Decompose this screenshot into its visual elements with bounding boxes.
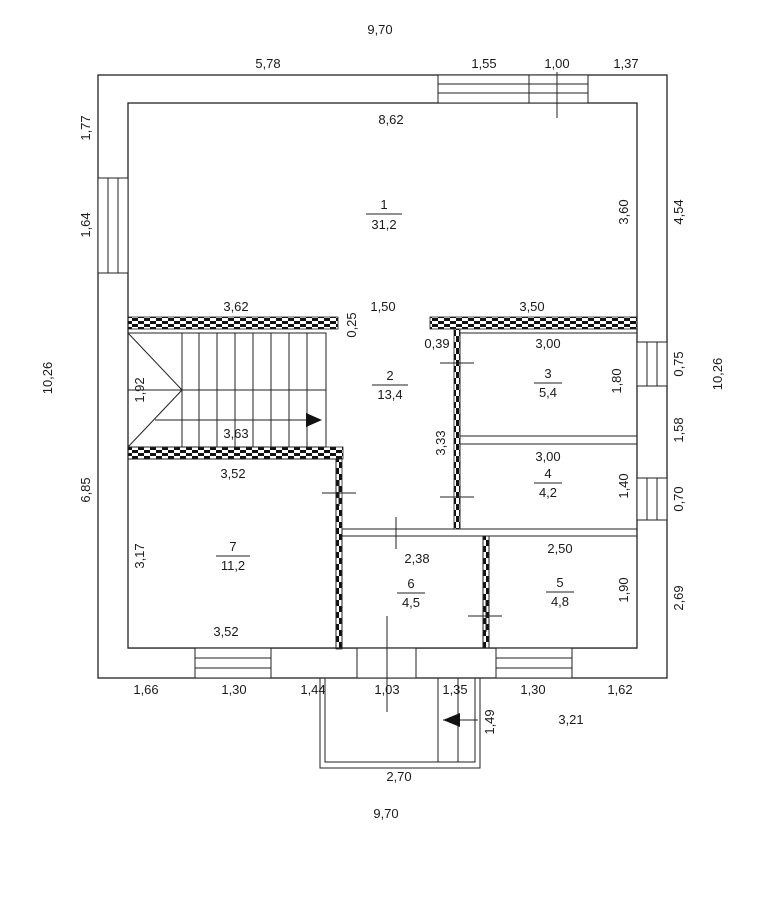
room-7-label: 7 11,2 xyxy=(221,539,245,573)
dim-label: 1,37 xyxy=(613,56,638,71)
room-3-label: 3 5,4 xyxy=(539,366,557,400)
dim-label: 0,39 xyxy=(424,336,449,351)
dim-label: 0,25 xyxy=(344,312,359,337)
window-top xyxy=(437,72,589,118)
dim-label: 1,58 xyxy=(671,417,686,442)
dim-label: 2,70 xyxy=(386,769,411,784)
dim-label: 1,92 xyxy=(132,377,147,402)
door-marks xyxy=(322,362,502,632)
dim-label: 1,55 xyxy=(471,56,496,71)
room-number: 2 xyxy=(386,368,393,383)
dim-label: 0,75 xyxy=(671,351,686,376)
room-area: 13,4 xyxy=(377,387,402,402)
room-5-label: 5 4,8 xyxy=(551,575,569,609)
dim-label: 1,44 xyxy=(300,682,325,697)
overall-width-bottom: 9,70 xyxy=(373,806,398,821)
room-1-label: 1 31,2 xyxy=(371,197,396,232)
dim-label: 3,62 xyxy=(223,299,248,314)
dim-label: 3,63 xyxy=(223,426,248,441)
dim-label: 3,21 xyxy=(558,712,583,727)
porch xyxy=(319,677,481,769)
dim-label: 3,00 xyxy=(535,449,560,464)
room-area: 4,8 xyxy=(551,594,569,609)
room-number: 6 xyxy=(407,576,414,591)
dim-label: 3,50 xyxy=(519,299,544,314)
dim-label: 1,03 xyxy=(374,682,399,697)
room-outlines xyxy=(127,332,638,649)
stair-arrow xyxy=(306,413,322,427)
room-6-label: 6 4,5 xyxy=(402,576,420,610)
dim-label: 1,50 xyxy=(370,299,395,314)
dim-label: 1,77 xyxy=(78,115,93,140)
room-number: 3 xyxy=(544,366,551,381)
dim-label: 5,78 xyxy=(255,56,280,71)
room-2-label: 2 13,4 xyxy=(377,368,402,402)
window-left xyxy=(97,177,129,274)
dim-label: 1,80 xyxy=(609,368,624,393)
room-number: 7 xyxy=(229,539,236,554)
dim-label: 1,49 xyxy=(482,709,497,734)
dim-label: 0,70 xyxy=(671,486,686,511)
window-right-room3 xyxy=(636,341,668,387)
room-4-label: 4 4,2 xyxy=(539,466,557,500)
dim-label: 8,62 xyxy=(378,112,403,127)
room-area: 4,5 xyxy=(402,595,420,610)
dim-label: 2,50 xyxy=(547,541,572,556)
dim-label: 4,54 xyxy=(671,199,686,224)
dim-label: 6,85 xyxy=(78,477,93,502)
dim-label: 1,00 xyxy=(544,56,569,71)
room-fraction-lines xyxy=(216,213,574,594)
overall-height-right: 10,26 xyxy=(710,358,725,391)
dim-label: 3,17 xyxy=(132,543,147,568)
room-area: 11,2 xyxy=(221,558,245,573)
room-area: 31,2 xyxy=(371,217,396,232)
dim-label: 3,60 xyxy=(616,199,631,224)
dim-label: 1,66 xyxy=(133,682,158,697)
room-area: 4,2 xyxy=(539,485,557,500)
exterior-walls xyxy=(97,74,668,679)
room-number: 1 xyxy=(380,197,387,212)
window-bottom-room7 xyxy=(194,647,272,679)
entrance-arrow xyxy=(443,713,460,727)
dim-label: 1,64 xyxy=(78,212,93,237)
room-number: 5 xyxy=(556,575,563,590)
staircase xyxy=(127,332,327,448)
dim-label: 3,00 xyxy=(535,336,560,351)
overall-height-left: 10,26 xyxy=(40,362,55,395)
dim-label: 2,69 xyxy=(671,585,686,610)
dim-label: 1,90 xyxy=(616,577,631,602)
dim-label: 3,33 xyxy=(433,430,448,455)
overall-width-top: 9,70 xyxy=(367,22,392,37)
dim-label: 1,40 xyxy=(616,473,631,498)
room-area: 5,4 xyxy=(539,385,557,400)
dim-label: 1,30 xyxy=(221,682,246,697)
entrance-door xyxy=(356,616,417,712)
window-bottom-room5 xyxy=(495,647,573,679)
dim-label: 3,52 xyxy=(213,624,238,639)
interior-partitions xyxy=(127,316,638,650)
dim-label: 1,30 xyxy=(520,682,545,697)
dim-label: 3,52 xyxy=(220,466,245,481)
dim-label: 1,35 xyxy=(442,682,467,697)
dim-label: 1,62 xyxy=(607,682,632,697)
window-right-room4 xyxy=(636,477,668,521)
dim-label: 2,38 xyxy=(404,551,429,566)
room-number: 4 xyxy=(544,466,551,481)
